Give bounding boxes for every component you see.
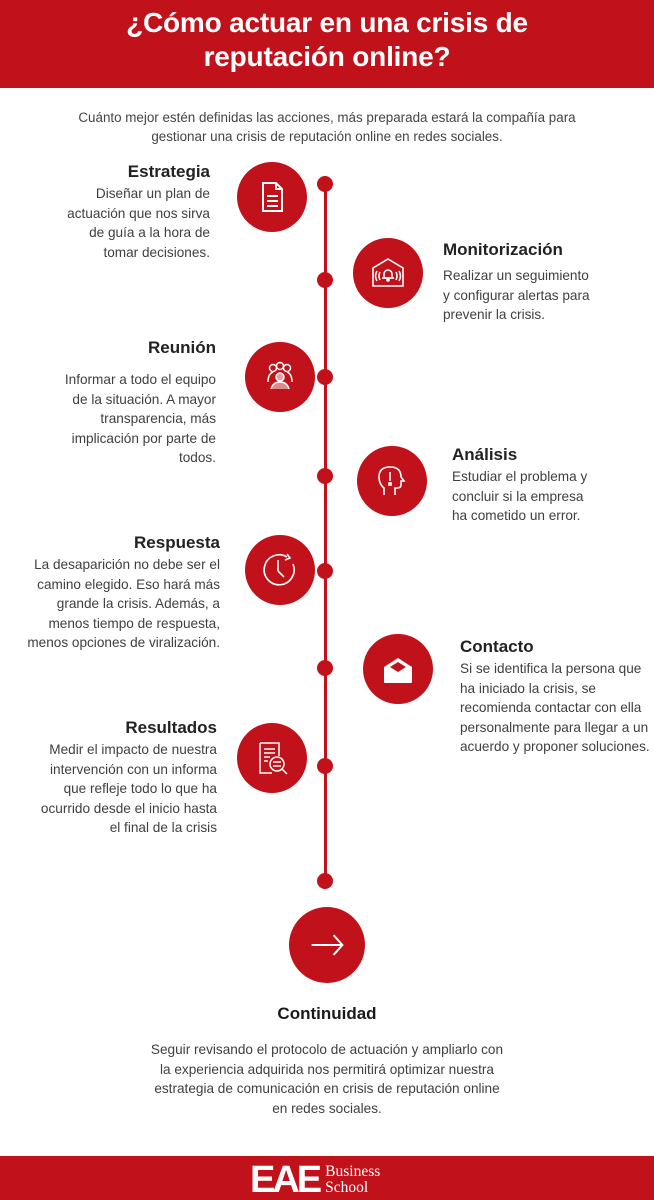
step-description: Estudiar el problema y concluir si la em… xyxy=(452,469,588,523)
timeline-dot xyxy=(317,660,333,676)
step-description: Realizar un seguimiento y configurar ale… xyxy=(443,268,590,322)
step-description: Informar a todo el equipo de la situació… xyxy=(64,372,216,465)
step-monitorizacion: Monitorización Realizar un seguimiento y… xyxy=(443,240,643,325)
open-envelope-icon xyxy=(363,634,433,704)
clock-refresh-icon xyxy=(245,535,315,605)
step-reunion: Reunión Informar a todo el equipo de la … xyxy=(60,338,216,468)
timeline-dot xyxy=(317,563,333,579)
timeline-dot xyxy=(317,873,333,889)
header-banner: ¿Cómo actuar en una crisis de reputación… xyxy=(0,0,654,88)
step-title: Análisis xyxy=(452,445,518,464)
step-description: Diseñar un plan de actuación que nos sir… xyxy=(67,186,210,260)
document-icon xyxy=(237,162,307,232)
step-title: Respuesta xyxy=(134,533,220,552)
logo-wordmark: Business School xyxy=(325,1164,380,1196)
eae-logo: EAE Business School xyxy=(250,1160,380,1200)
step-title: Estrategia xyxy=(127,162,210,181)
team-icon xyxy=(245,342,315,412)
title-line-2: reputación online? xyxy=(203,41,451,72)
step-description: La desaparición no debe ser el camino el… xyxy=(27,557,220,650)
timeline-dot xyxy=(317,272,333,288)
timeline-dot xyxy=(317,176,333,192)
step-estrategia: Estrategia Diseñar un plan de actuación … xyxy=(60,162,210,262)
footer-banner: EAE Business School xyxy=(0,1156,654,1200)
timeline-dot xyxy=(317,468,333,484)
title-line-1: ¿Cómo actuar en una crisis de xyxy=(126,7,528,38)
intro-text: Cuánto mejor estén definidas las accione… xyxy=(78,110,576,144)
timeline-dot xyxy=(317,758,333,774)
final-description: Seguir revisando el protocolo de actuaci… xyxy=(150,1042,504,1116)
step-resultados: Resultados Medir el impacto de nuestra i… xyxy=(40,718,217,838)
final-title: Continuidad xyxy=(277,1004,377,1023)
step-title: Resultados xyxy=(125,718,217,737)
step-description: Medir el impacto de nuestra intervención… xyxy=(40,742,217,835)
step-description: Si se identifica la persona que ha inici… xyxy=(460,661,650,754)
step-title: Monitorización xyxy=(443,240,563,259)
step-respuesta: Respuesta La desaparición no debe ser el… xyxy=(20,533,220,653)
arrow-right-icon xyxy=(289,907,365,983)
step-analisis: Análisis Estudiar el problema y concluir… xyxy=(452,445,632,526)
head-exclamation-icon xyxy=(357,446,427,516)
logo-mark: EAE xyxy=(250,1159,322,1200)
timeline-dot xyxy=(317,369,333,385)
step-contacto: Contacto Si se identifica la persona que… xyxy=(460,637,650,757)
timeline-line xyxy=(324,184,327,881)
step-title: Reunión xyxy=(148,338,216,357)
logo-line-1: Business xyxy=(325,1163,381,1180)
step-title: Contacto xyxy=(460,637,534,656)
report-search-icon xyxy=(237,723,307,793)
alarm-house-icon xyxy=(353,238,423,308)
page-title: ¿Cómo actuar en una crisis de reputación… xyxy=(0,0,654,74)
logo-line-2: School xyxy=(325,1179,369,1196)
